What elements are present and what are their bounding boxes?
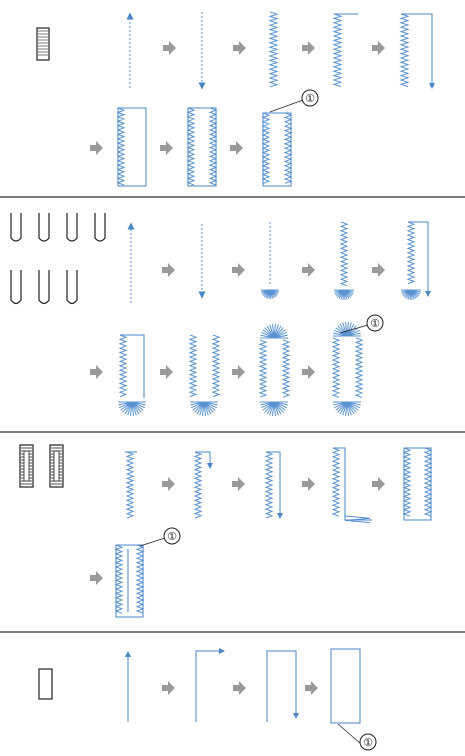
step-arrow-icon — [90, 571, 103, 585]
stitch-step — [334, 289, 354, 300]
step-arrow-icon — [302, 41, 315, 55]
stitch-step — [116, 107, 126, 186]
step-arrow-icon — [163, 41, 176, 55]
bar-tack-buttonhole-pattern-icons — [19, 444, 64, 488]
callout-number-icon — [366, 314, 384, 332]
callout-leader — [337, 723, 362, 745]
step-arrow-icon — [232, 365, 245, 379]
stitch-step — [260, 401, 288, 416]
step-arrow-icon — [90, 365, 103, 379]
stitch-step — [114, 544, 124, 614]
step-arrow-icon — [90, 141, 103, 155]
callout-number-icon — [163, 527, 181, 545]
stitch-step — [186, 107, 196, 186]
step-arrow-icon — [372, 41, 385, 55]
stitch-step — [193, 451, 203, 519]
stitch-step — [332, 13, 343, 88]
step-arrow-icon — [232, 477, 245, 491]
stitch-step — [333, 447, 372, 521]
stitch-step — [261, 112, 271, 184]
stitch-step — [195, 648, 225, 722]
stitch-step — [331, 447, 341, 517]
stitch-step — [118, 334, 128, 398]
stitch-step — [281, 339, 291, 398]
callout-number: ① — [167, 530, 177, 543]
stitch-step — [283, 112, 293, 184]
stitch-step — [208, 107, 218, 186]
stitch-step — [118, 401, 146, 416]
stitch-step — [258, 339, 268, 398]
step-arrow-icon — [160, 141, 173, 155]
stitch-step — [402, 447, 412, 517]
step-arrow-icon — [232, 263, 245, 277]
stitch-step — [406, 221, 416, 285]
stitch-step — [188, 334, 198, 398]
step-arrow-icon — [230, 141, 243, 155]
stitch-step — [190, 401, 218, 416]
stitch-step — [268, 11, 279, 88]
step-arrow-icon — [305, 681, 318, 695]
step-arrow-icon — [162, 681, 175, 695]
callout-leader — [139, 537, 166, 547]
stitch-step — [261, 289, 279, 300]
step-arrow-icon — [162, 263, 175, 277]
step-arrow-icon — [233, 41, 246, 55]
step-arrow-icon — [372, 263, 385, 277]
callout-number-icon — [359, 733, 377, 751]
stitch-step — [331, 337, 341, 398]
step-arrow-icon — [233, 681, 246, 695]
stitch-step — [211, 334, 221, 398]
callout-number: ① — [305, 92, 315, 105]
stitch-step — [260, 324, 288, 339]
step-arrow-icon — [302, 263, 315, 277]
stitch-step — [125, 451, 135, 519]
stitch-step — [339, 221, 349, 287]
step-arrow-icon — [302, 365, 315, 379]
callout-number: ① — [363, 736, 373, 749]
stitch-step — [266, 650, 299, 722]
stitch-step — [264, 451, 274, 519]
stitch-step — [330, 648, 361, 724]
stitch-step — [423, 447, 433, 517]
callout-number: ① — [370, 317, 380, 330]
step-arrow-icon — [160, 365, 173, 379]
stitch-step — [135, 544, 145, 614]
stitch-step — [333, 322, 361, 337]
stitch-step — [401, 13, 435, 89]
square-buttonhole-pattern-icon — [36, 27, 50, 61]
round-buttonhole-pattern-icons — [10, 213, 106, 305]
stitch-step — [195, 451, 213, 469]
straight-outline-pattern-icon — [38, 668, 53, 700]
callout-leader — [269, 99, 304, 113]
stitch-step — [333, 401, 361, 416]
callout-leader — [339, 324, 369, 334]
step-arrow-icon — [372, 477, 385, 491]
stitch-step — [266, 451, 283, 519]
stitch-step — [354, 337, 364, 398]
stitch-step — [401, 289, 421, 300]
callout-number-icon — [301, 89, 319, 107]
step-arrow-icon — [302, 477, 315, 491]
stitch-step — [408, 221, 431, 297]
step-arrow-icon — [162, 477, 175, 491]
stitch-step — [399, 13, 410, 88]
